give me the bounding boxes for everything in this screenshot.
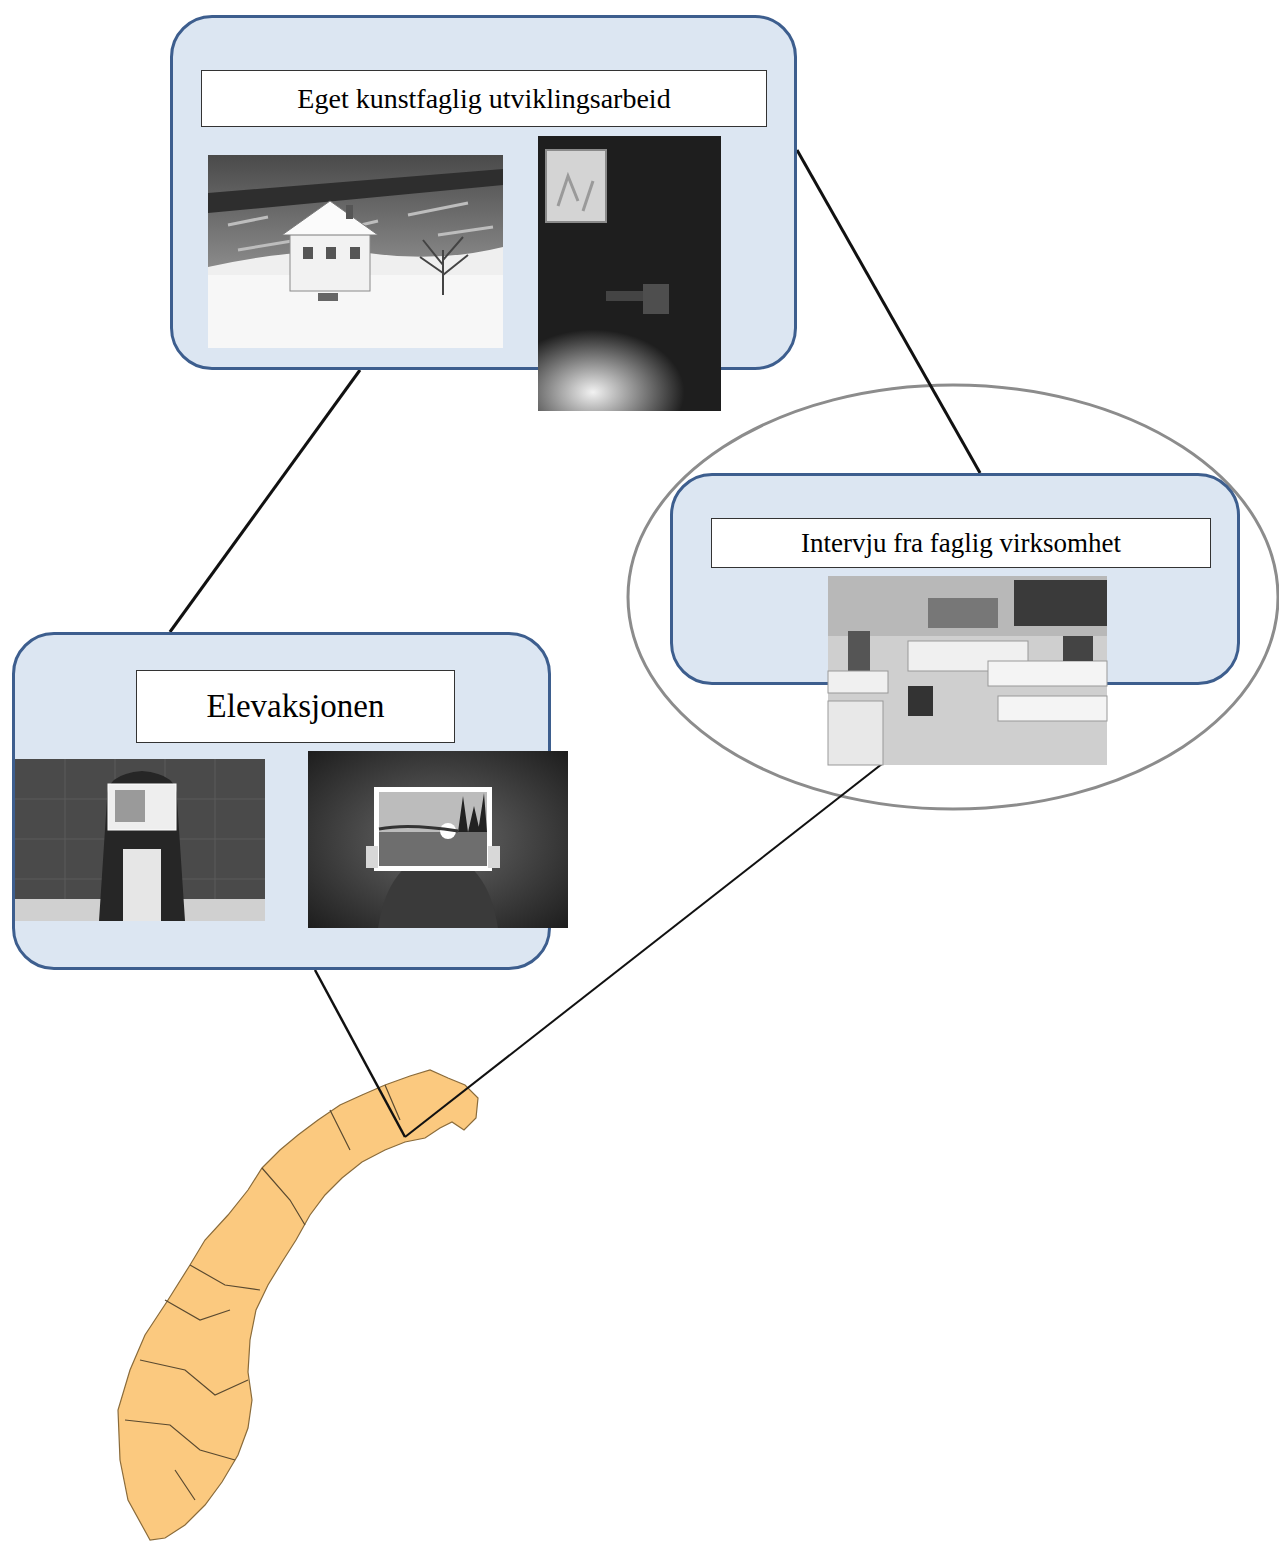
photo [308, 751, 568, 928]
connector-line [170, 370, 360, 632]
county-borders [125, 1085, 400, 1500]
photo [828, 576, 1107, 765]
rounded-box: Eget kunstfaglig utviklingsarbeid [170, 15, 797, 370]
photo [208, 155, 503, 348]
box-title: Eget kunstfaglig utviklingsarbeid [297, 83, 670, 115]
map-pointer-line [315, 970, 405, 1137]
photo [15, 759, 265, 921]
highlight-ellipse [628, 385, 1278, 809]
connector-line [797, 150, 980, 473]
title-frame: Eget kunstfaglig utviklingsarbeid [201, 70, 767, 127]
photo [538, 136, 721, 411]
title-frame: Intervju fra faglig virksomhet [711, 518, 1211, 568]
title-frame: Elevaksjonen [136, 670, 455, 743]
rounded-box: Elevaksjonen [12, 632, 551, 970]
rounded-box: Intervju fra faglig virksomhet [670, 473, 1240, 685]
box-title: Elevaksjonen [207, 688, 385, 725]
box-title: Intervju fra faglig virksomhet [801, 528, 1121, 559]
country-shape [118, 1070, 478, 1540]
norway-map [118, 1070, 478, 1540]
